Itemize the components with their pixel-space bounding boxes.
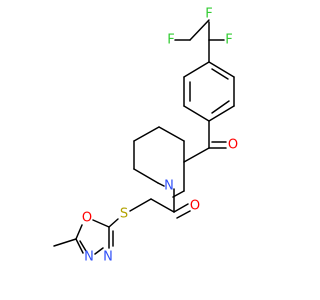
bond-amide-o-double bbox=[176, 210, 191, 219]
bond-ch2-s bbox=[129, 198, 152, 212]
bond-s-ring bbox=[108, 218, 119, 228]
piperidine-bond bbox=[133, 168, 159, 184]
benzene-double-bond bbox=[211, 68, 229, 80]
amide-group bbox=[129, 188, 191, 219]
bond-amide-o bbox=[173, 203, 189, 213]
piperidine-nitrogen-label: N bbox=[164, 179, 174, 194]
oxadiazole-bond bbox=[75, 224, 83, 240]
benzene-bond bbox=[183, 61, 210, 78]
fluorine-top-label: F bbox=[205, 7, 212, 22]
fluorine-left-label: F bbox=[167, 33, 174, 48]
structure-canvas: F F F O N O S O N N bbox=[53, 7, 238, 265]
sulfur-label: S bbox=[120, 207, 128, 222]
piperidine-bond bbox=[157, 182, 165, 187]
benzene-bond bbox=[183, 105, 210, 122]
benzene-bond bbox=[208, 61, 235, 78]
ketone-oxygen-label: O bbox=[228, 138, 238, 153]
fluorine-right-label: F bbox=[225, 33, 232, 48]
benzene-ring bbox=[183, 61, 235, 122]
bond-ring-methyl bbox=[53, 238, 77, 247]
bond-cf3-f-top bbox=[189, 19, 210, 41]
trifluoromethyl-bonds bbox=[174, 19, 225, 63]
piperidine-bond bbox=[133, 126, 160, 142]
oxadiazole-bond bbox=[94, 247, 104, 255]
oxadiazole-ring bbox=[53, 218, 119, 255]
benzene-bond bbox=[208, 105, 235, 122]
bond-amide-ch2 bbox=[150, 198, 175, 213]
piperidine-bond bbox=[158, 126, 185, 142]
oxadiazole-double-bond bbox=[79, 240, 87, 252]
piperidine-bond bbox=[172, 190, 185, 198]
bond-carbonyl-piperidine bbox=[183, 147, 210, 163]
piperidine-ring bbox=[133, 126, 185, 198]
oxadiazole-nitrogen-left-label: N bbox=[84, 250, 94, 265]
oxadiazole-oxygen-label: O bbox=[82, 211, 92, 226]
oxadiazole-bond bbox=[92, 219, 110, 228]
atom-labels: F F F O N O S O N N bbox=[82, 7, 238, 265]
oxadiazole-bond bbox=[75, 238, 84, 254]
benzene-double-bond bbox=[211, 100, 230, 114]
amide-oxygen-label: O bbox=[190, 199, 200, 214]
molecule-diagram: F F F O N O S O N N bbox=[53, 7, 238, 265]
oxadiazole-nitrogen-right-label: N bbox=[103, 250, 113, 265]
ketone-group bbox=[183, 120, 227, 163]
